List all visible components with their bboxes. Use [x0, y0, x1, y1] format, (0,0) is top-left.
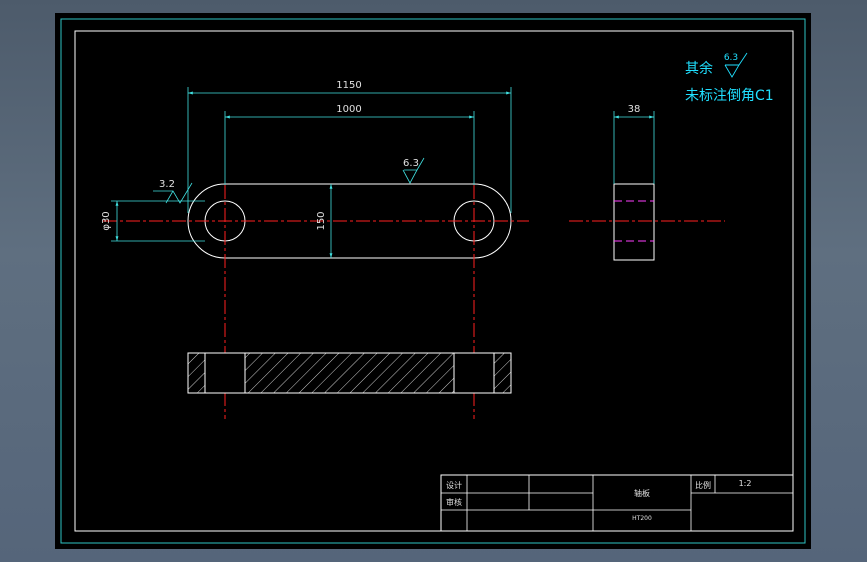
dimension-center-distance: 1000 — [224, 104, 475, 185]
roughness-symbol-top: 6.3 — [402, 157, 425, 184]
roughness-symbol-hole: 3.2 — [153, 179, 193, 204]
engineering-drawing: 1150 1000 150 φ30 3.2 6.3 — [60, 18, 806, 544]
outer-frame — [60, 18, 806, 544]
side-view-outline — [613, 183, 655, 261]
rest-roughness-value: 6.3 — [724, 53, 738, 63]
part-name: 轴板 — [634, 488, 650, 498]
title-block: 设计 审核 轴板 HT200 比例 1:2 — [440, 474, 794, 532]
drawing-canvas: 1150 1000 150 φ30 3.2 6.3 — [55, 13, 811, 549]
chamfer-note: 未标注倒角C1 — [685, 88, 774, 104]
overall-length-label: 1150 — [336, 80, 361, 91]
hole-diameter-label: φ30 — [101, 211, 112, 230]
dimension-hole-diameter: φ30 — [101, 200, 205, 242]
section-right-hole — [453, 352, 495, 394]
scale-label: 比例 — [695, 480, 711, 490]
thickness-label: 38 — [628, 104, 641, 115]
height-label: 150 — [316, 211, 327, 230]
dimension-overall-length: 1150 — [187, 80, 512, 213]
center-distance-label: 1000 — [336, 104, 361, 115]
section-view — [187, 352, 512, 394]
inner-frame — [74, 30, 794, 532]
top-roughness-value: 6.3 — [403, 158, 419, 169]
rest-roughness-symbol — [724, 52, 748, 78]
hole-roughness-value: 3.2 — [159, 179, 175, 190]
side-view — [569, 183, 725, 261]
rest-roughness-label: 其余 — [685, 60, 713, 77]
review-label: 审核 — [446, 497, 462, 507]
material: HT200 — [632, 515, 652, 522]
dimension-thickness: 38 — [613, 104, 655, 184]
technical-notes: 其余 6.3 未标注倒角C1 — [685, 52, 774, 104]
dimension-height: 150 — [316, 184, 333, 258]
design-label: 设计 — [446, 480, 462, 490]
scale-value: 1:2 — [739, 479, 752, 488]
section-left-hole — [204, 352, 246, 394]
